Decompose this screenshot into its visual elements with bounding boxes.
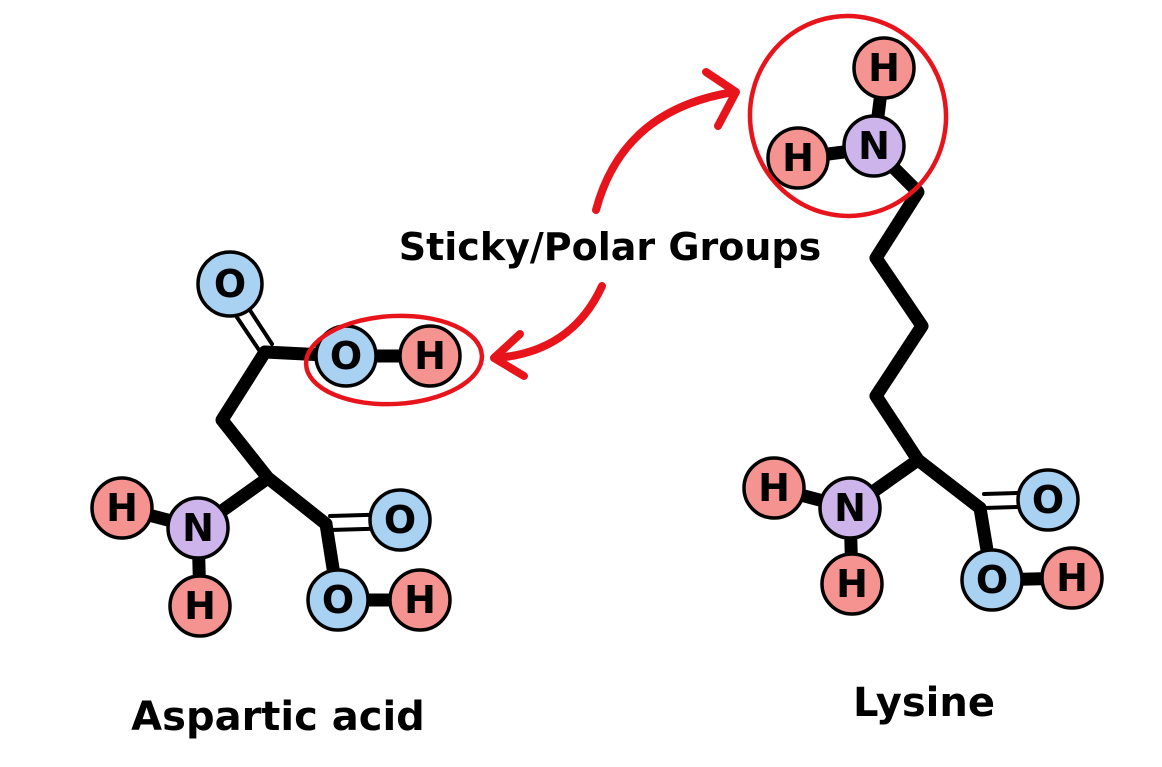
atom-symbol: O (322, 578, 354, 622)
atom-symbol: N (182, 506, 214, 550)
atom-circle (842, 114, 906, 178)
atom-circle (1016, 468, 1080, 532)
aspartic-backbone-bond (215, 345, 333, 531)
atom-symbol: N (858, 124, 890, 168)
lysine-polar-group-highlight (747, 13, 949, 219)
atom: N (166, 496, 230, 560)
aspartic-acid-name: Aspartic acid (131, 694, 425, 740)
atom-circle (818, 476, 882, 540)
atom: H (388, 568, 452, 632)
aspartic-acid-bonds (115, 290, 437, 613)
atom-symbol: O (330, 334, 362, 378)
atom: H (1040, 546, 1104, 610)
atom: H (742, 456, 806, 520)
atom: N (818, 476, 882, 540)
center-label: Sticky/Polar Groups (399, 225, 822, 269)
aspartic-polar-group-highlight (303, 313, 485, 407)
atom-symbol: H (106, 486, 138, 530)
atom-symbol: H (836, 562, 868, 606)
lysine-atoms: H H N H N H O O (742, 36, 1104, 616)
atom-circle (766, 126, 830, 190)
atom: H (398, 324, 462, 388)
atom-symbol: H (1056, 556, 1088, 600)
atom-circle (368, 488, 432, 552)
atom: O (1016, 468, 1080, 532)
atom-symbol: N (834, 486, 866, 530)
atom-circle (166, 496, 230, 560)
atom-symbol: O (214, 262, 246, 306)
arrow-head-upper (702, 68, 740, 130)
atom-symbol: H (758, 466, 790, 510)
atom-symbol: H (782, 136, 814, 180)
atom: O (306, 568, 370, 632)
atom: H (168, 574, 232, 638)
atom-circle (820, 552, 884, 616)
atom-circle (168, 574, 232, 638)
arrow-to-lysine (592, 68, 740, 214)
atom-symbol: O (976, 558, 1008, 602)
arrow-to-aspartic (490, 282, 606, 380)
lysine-side-chain-bond (867, 141, 929, 467)
arrow-curve-upper (592, 88, 738, 214)
atom-circle (960, 548, 1024, 612)
atom: O (960, 548, 1024, 612)
aspartic-acid-atoms: O O H H N H O O (90, 250, 462, 638)
atom-symbol: O (1032, 478, 1064, 522)
atom: H (820, 552, 884, 616)
lysine-c-c-bond (911, 453, 987, 515)
arrow-head-lower (490, 330, 528, 380)
arrow-curve-lower (492, 282, 606, 362)
atom-circle (852, 36, 916, 100)
atom-circle (1040, 546, 1104, 610)
atom: H (90, 476, 154, 540)
atom-circle (742, 456, 806, 520)
atom: H (852, 36, 916, 100)
atom: N (842, 114, 906, 178)
atom-symbol: H (868, 46, 900, 90)
lysine-name: Lysine (853, 680, 995, 726)
atom: O (368, 488, 432, 552)
atom-circle (306, 568, 370, 632)
atom-symbol: H (404, 578, 436, 622)
atom: O (196, 250, 264, 318)
atom-circle (196, 250, 264, 318)
atom-circle (388, 568, 452, 632)
atom: H (766, 126, 830, 190)
atom-symbol: H (414, 334, 446, 378)
atom-circle (398, 324, 462, 388)
atom: O (314, 324, 378, 388)
atom-circle (90, 476, 154, 540)
atom-symbol: O (384, 498, 416, 542)
atom-symbol: H (184, 584, 216, 628)
